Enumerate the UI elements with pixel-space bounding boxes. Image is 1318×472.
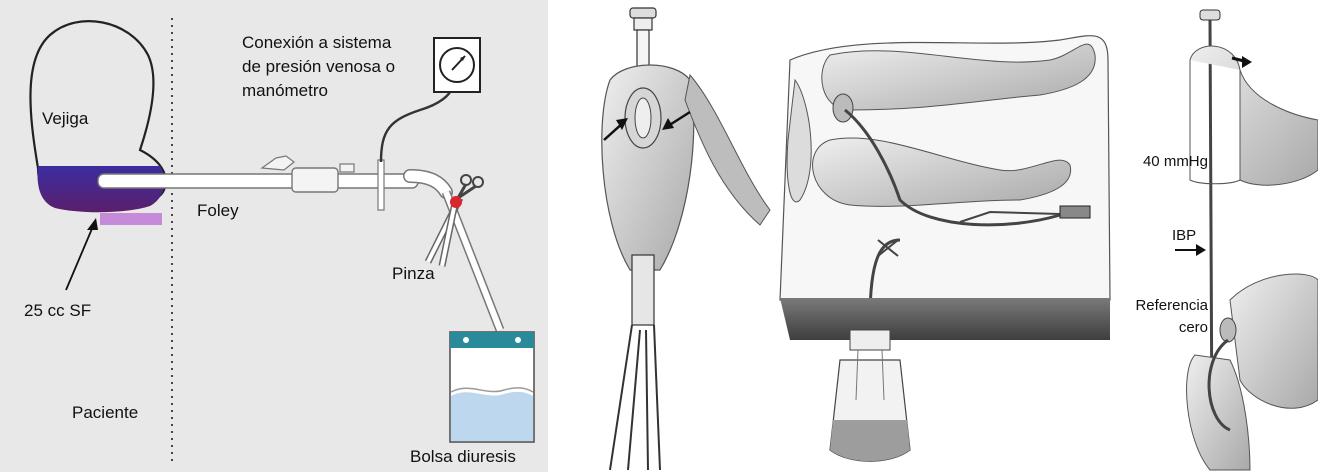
manometer-closeup [1175, 10, 1318, 470]
urine-bag [450, 332, 534, 442]
connection-label-line2: de presión venosa o [242, 56, 395, 78]
bladder-label: Vejiga [42, 108, 88, 130]
bag-label: Bolsa diuresis [410, 446, 516, 468]
foley-tube [98, 174, 418, 188]
foley-label: Foley [197, 200, 239, 222]
bladder-fluid [38, 166, 165, 212]
clamp-label: Pinza [392, 263, 435, 285]
saline-label: 25 cc SF [24, 300, 91, 322]
ibp-label: IBP [1172, 226, 1196, 245]
patient-label: Paciente [72, 402, 138, 424]
patient-on-bed [780, 36, 1110, 462]
connection-label-line1: Conexión a sistema [242, 32, 391, 54]
clamp-dot [450, 196, 462, 208]
reference-label-line1: Referencia [1100, 296, 1208, 315]
connection-label-line3: manómetro [242, 80, 328, 102]
pressure-reading-label: 40 mmHg [1128, 152, 1208, 171]
reference-label-line2: cero [1100, 318, 1208, 337]
foley-hub [292, 168, 338, 192]
catheter-closeup [602, 8, 770, 470]
pad [100, 213, 162, 225]
